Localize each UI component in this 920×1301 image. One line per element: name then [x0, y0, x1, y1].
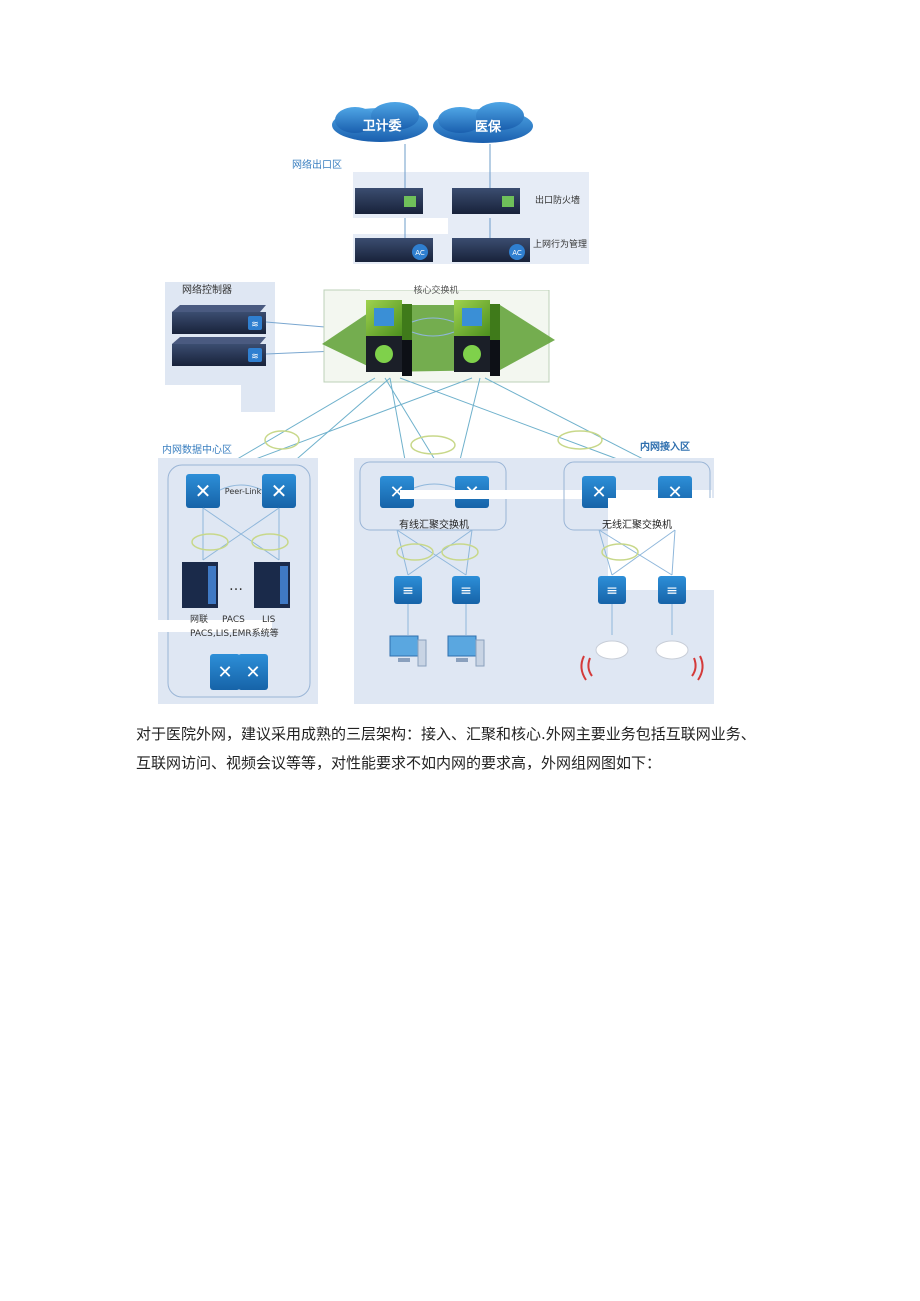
server-label-pacs: PACS [222, 615, 245, 625]
access-switch-3: ≡ [598, 576, 626, 604]
ellipsis-icon: … [229, 578, 243, 594]
core-switch-1 [366, 300, 412, 376]
server-2 [254, 562, 290, 608]
server-label-lis: LIS [262, 615, 276, 625]
network-topology-diagram: 卫计委 医保 网络出口区 出口防火墙 AC AC 上网行为管理 网络控 [150, 102, 714, 704]
cloud-label-yibao: 医保 [475, 119, 502, 135]
pc-icon [389, 635, 427, 667]
body-paragraph: 对于医院外网，建议采用成熟的三层架构：接入、汇聚和核心.外网主要业务包括互联网业… [136, 720, 816, 778]
dc-switch-2: ✕ [262, 474, 296, 508]
wireless-agg-label: 无线汇聚交换机 [602, 518, 672, 531]
ac-badge-2: AC [512, 249, 522, 257]
switch-cross-icon: ✕ [271, 479, 288, 503]
peer-link-label: Peer-Link [225, 487, 262, 496]
switch-lines-icon: ≡ [606, 583, 618, 599]
zone-label-access: 内网接入区 [640, 440, 690, 453]
access-switch-4: ≡ [658, 576, 686, 604]
firewall-label: 出口防火墙 [535, 194, 580, 206]
switch-cross-icon: ✕ [667, 482, 682, 503]
server-caption: PACS,LIS,EMR系统等 [190, 627, 279, 639]
controller-device-1: ≋ [172, 305, 266, 334]
switch-cross-icon: ✕ [217, 662, 232, 683]
switch-lines-icon: ≡ [460, 583, 472, 599]
access-switch-2: ≡ [452, 576, 480, 604]
zone-label-exit: 网络出口区 [292, 158, 342, 171]
access-switch-1: ≡ [394, 576, 422, 604]
core-switch-2 [454, 300, 500, 376]
switch-cross-icon: ✕ [245, 662, 260, 683]
body-line-1: 对于医院外网，建议采用成熟的三层架构：接入、汇聚和核心.外网主要业务包括互联网业… [136, 725, 756, 743]
wireless-ap-icon [655, 640, 704, 681]
wireless-ap-icon [580, 640, 629, 681]
cloud-weijiwei: 卫计委 [332, 102, 428, 142]
body-line-2: 互联网访问、视频会议等等，对性能要求不如内网的要求高，外网组网图如下： [136, 754, 662, 772]
lag-ring [264, 430, 300, 450]
ac-badge-1: AC [415, 249, 425, 257]
lag-ring [557, 430, 603, 450]
wifi-icon: ≋ [251, 320, 259, 330]
wired-agg-label: 有线汇聚交换机 [399, 518, 469, 531]
cloud-label-weijiwei: 卫计委 [362, 118, 401, 134]
cloud-yibao: 医保 [433, 102, 533, 143]
wifi-icon: ≋ [251, 352, 259, 362]
behavior-mgmt-device-2: AC [452, 238, 530, 262]
wireless-agg-switch-1: ✕ [582, 476, 616, 508]
firewall-device-1 [355, 188, 423, 214]
zone-label-datacenter: 内网数据中心区 [162, 443, 232, 456]
behavior-mgmt-device-1: AC [355, 238, 433, 262]
lag-ring [410, 435, 456, 455]
switch-cross-icon: ✕ [591, 482, 606, 503]
controller-device-2: ≋ [172, 337, 266, 366]
dc-bottom-switch: ✕ ✕ [210, 654, 268, 690]
dc-switch-1: ✕ [186, 474, 220, 508]
server-label-wanglian: 网联 [190, 614, 208, 625]
behavior-mgmt-label: 上网行为管理 [533, 238, 587, 250]
controller-label: 网络控制器 [182, 283, 232, 296]
server-1 [182, 562, 218, 608]
firewall-device-2 [452, 188, 520, 214]
switch-lines-icon: ≡ [666, 583, 678, 599]
switch-lines-icon: ≡ [402, 583, 414, 599]
switch-cross-icon: ✕ [195, 479, 212, 503]
core-switch-label: 核心交换机 [413, 284, 458, 296]
pc-icon [447, 635, 485, 667]
